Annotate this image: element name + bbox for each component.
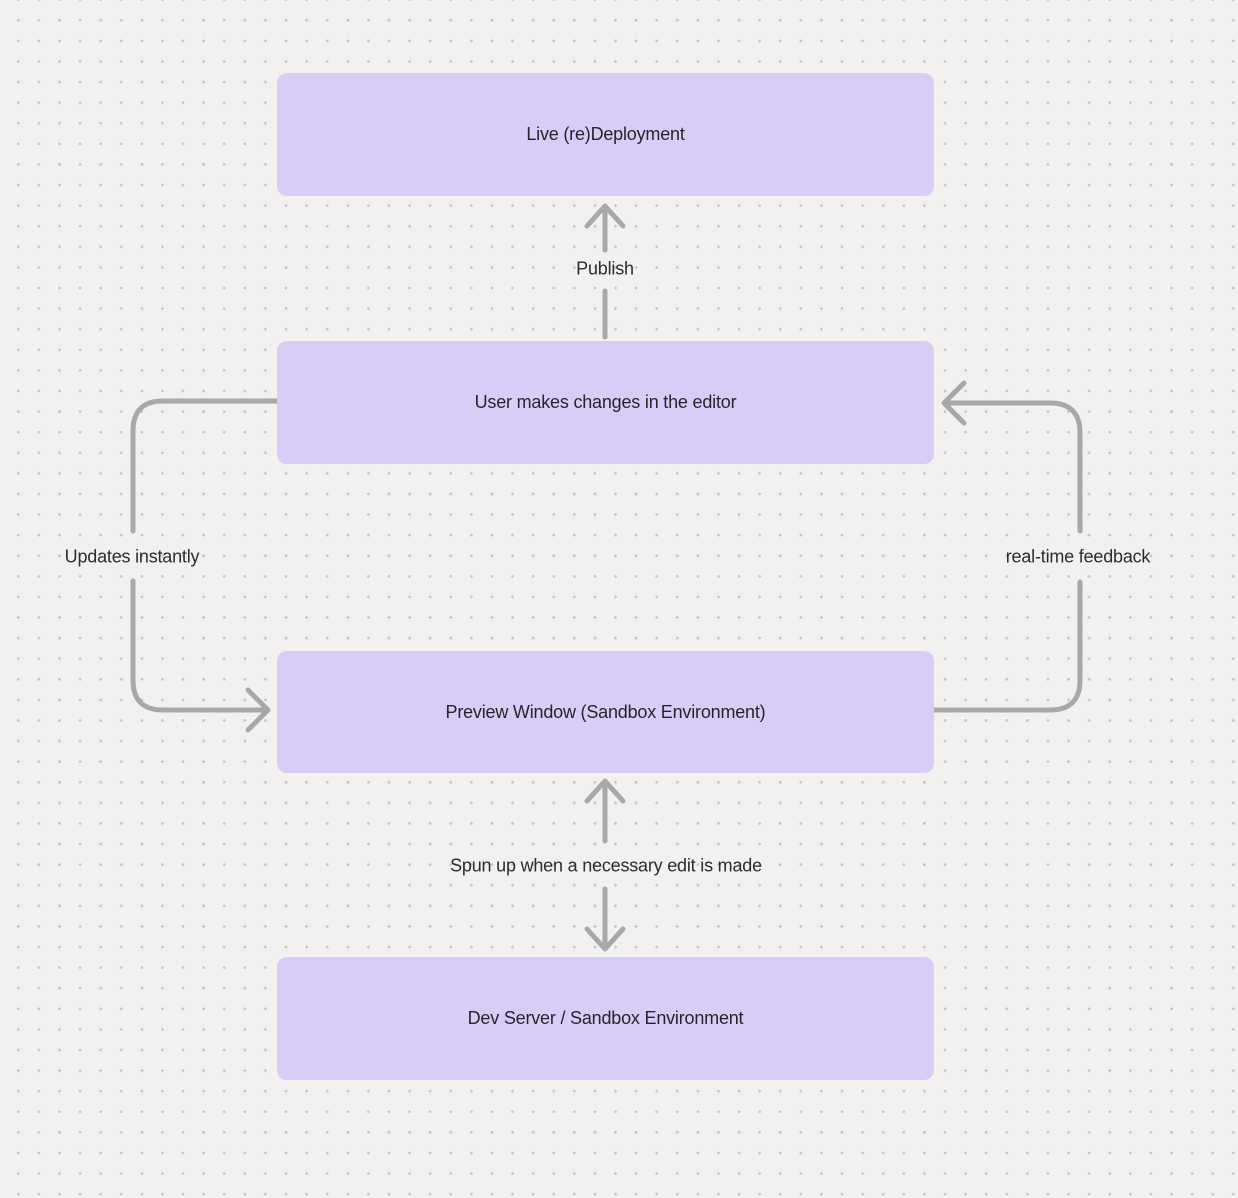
node-dev-server[interactable]: Dev Server / Sandbox Environment <box>277 957 934 1080</box>
spunup-arrowhead-up-icon <box>584 778 626 804</box>
edge-label-realtime-feedback: real-time feedback <box>1005 546 1151 567</box>
node-preview-window[interactable]: Preview Window (Sandbox Environment) <box>277 651 934 773</box>
updates-arrowhead-right-icon <box>245 687 271 733</box>
updates-arrow-upper <box>130 398 280 534</box>
node-user-editor[interactable]: User makes changes in the editor <box>277 341 934 464</box>
node-live-deployment-label: Live (re)Deployment <box>526 124 685 144</box>
updates-arrow-lower <box>130 578 267 713</box>
feedback-arrow-upper <box>945 400 1083 534</box>
feedback-arrowhead-left-icon <box>941 380 967 426</box>
feedback-arrow-lower <box>931 579 1083 713</box>
spunup-arrowhead-down-icon <box>584 926 626 952</box>
node-dev-server-label: Dev Server / Sandbox Environment <box>467 1008 744 1028</box>
publish-arrowhead-up-icon <box>584 203 626 229</box>
edge-label-updates-instantly: Updates instantly <box>64 546 200 567</box>
edge-label-spun-up: Spun up when a necessary edit is made <box>450 855 762 876</box>
node-live-deployment[interactable]: Live (re)Deployment <box>277 73 934 196</box>
edge-label-publish: Publish <box>576 258 634 279</box>
node-user-editor-label: User makes changes in the editor <box>474 392 737 412</box>
node-preview-window-label: Preview Window (Sandbox Environment) <box>445 701 766 722</box>
